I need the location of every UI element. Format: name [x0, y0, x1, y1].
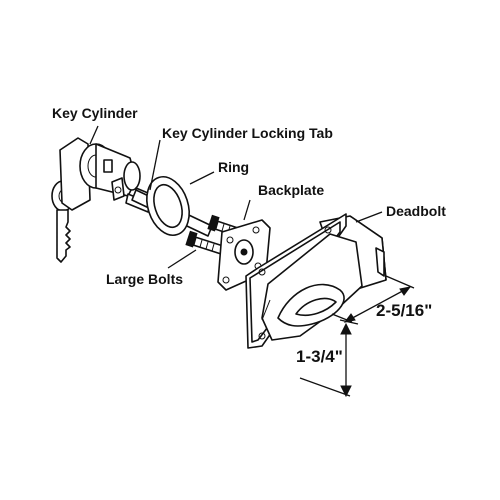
label-backplate: Backplate — [258, 182, 324, 198]
label-key-cylinder: Key Cylinder — [52, 105, 138, 121]
dimension-lines — [299, 275, 415, 398]
leader-lines — [89, 125, 383, 269]
label-large-bolts: Large Bolts — [106, 271, 183, 287]
dimension-width-label: 2-5/16" — [376, 301, 432, 320]
dimension-height-label: 1-3/4" — [296, 347, 343, 366]
label-ring: Ring — [218, 159, 249, 175]
ring-part — [146, 176, 190, 236]
deadbolt-housing-part — [245, 213, 387, 349]
label-deadbolt: Deadbolt — [386, 203, 446, 219]
key-cylinder-part — [59, 137, 141, 211]
label-locking-tab: Key Cylinder Locking Tab — [162, 125, 333, 141]
